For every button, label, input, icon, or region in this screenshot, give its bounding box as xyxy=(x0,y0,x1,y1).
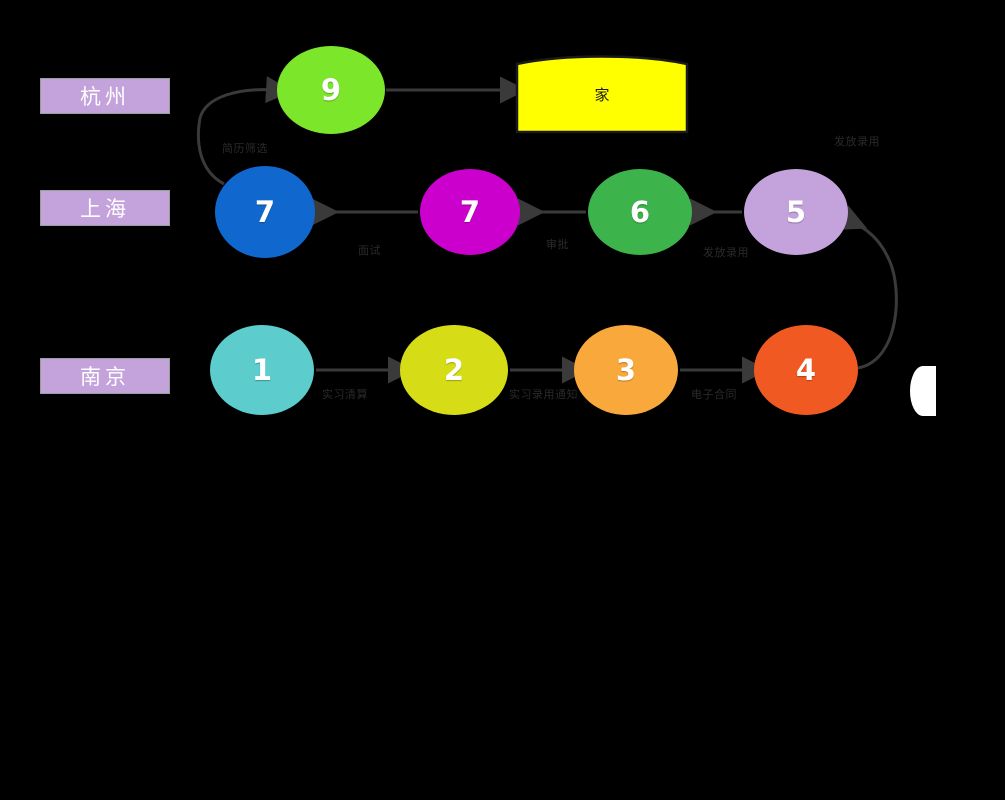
edge-label-3-4: 电子合同 xyxy=(691,388,737,401)
node-6[interactable]: 6 xyxy=(588,169,692,255)
node-1[interactable]: 1 xyxy=(210,325,314,415)
node-home-document[interactable]: 家 xyxy=(514,52,690,136)
edge-label-2-3: 实习录用通知 xyxy=(509,388,578,401)
node-7-shanghai-b[interactable]: 7 xyxy=(420,169,520,255)
lane-label-shanghai: 上海 xyxy=(40,190,170,226)
edge-label-7-7: 面试 xyxy=(358,244,381,257)
lane-label-nanjing: 南京 xyxy=(40,358,170,394)
node-2[interactable]: 2 xyxy=(400,325,508,415)
edge-label-right-tail: 发放录用 xyxy=(834,135,880,148)
connector-4-5 xyxy=(837,205,898,370)
node-5[interactable]: 5 xyxy=(744,169,848,255)
edge-label-1-2: 实习清算 xyxy=(322,388,368,401)
connector-7a-9 xyxy=(196,76,293,186)
node-9[interactable]: 9 xyxy=(277,46,385,134)
node-4[interactable]: 4 xyxy=(754,325,858,415)
edge-label-5-6: 发放录用 xyxy=(703,246,749,259)
node-home-label: 家 xyxy=(594,85,610,104)
clipped-node-right-edge xyxy=(910,366,936,416)
node-3[interactable]: 3 xyxy=(574,325,678,415)
edge-label-6-7: 审批 xyxy=(546,238,569,251)
edge-label-7-9: 简历筛选 xyxy=(222,142,268,155)
lane-label-hangzhou: 杭州 xyxy=(40,78,170,114)
home-document-shape xyxy=(515,55,689,134)
node-7-shanghai-a[interactable]: 7 xyxy=(215,166,315,258)
